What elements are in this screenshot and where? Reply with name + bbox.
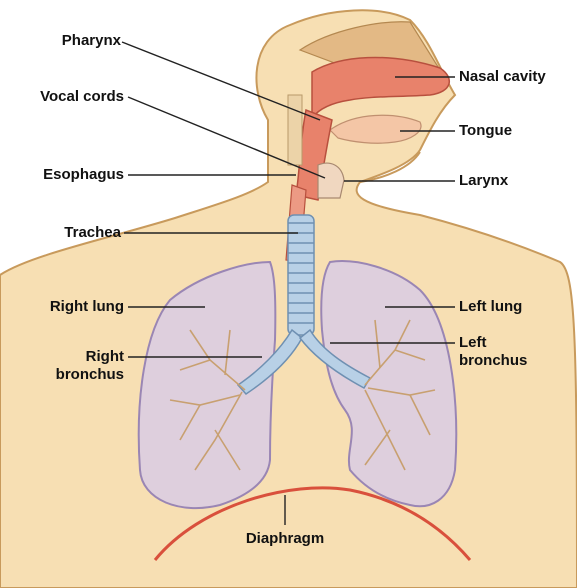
label-pharynx: Pharynx (4, 32, 121, 50)
label-left-bronchus-line2: bronchus (459, 352, 569, 370)
label-vocal-cords: Vocal cords (4, 88, 124, 106)
label-right-lung: Right lung (4, 298, 124, 316)
label-tongue: Tongue (459, 122, 569, 140)
label-nasal-cavity: Nasal cavity (459, 68, 574, 86)
label-diaphragm: Diaphragm (220, 530, 350, 548)
label-right-bronchus-line1: Right (4, 348, 124, 366)
label-esophagus: Esophagus (4, 166, 124, 184)
label-trachea: Trachea (4, 224, 121, 242)
label-left-lung: Left lung (459, 298, 569, 316)
spine-column (288, 95, 302, 165)
label-left-bronchus-line1: Left (459, 334, 569, 352)
label-larynx: Larynx (459, 172, 569, 190)
label-right-bronchus-line2: bronchus (4, 366, 124, 384)
